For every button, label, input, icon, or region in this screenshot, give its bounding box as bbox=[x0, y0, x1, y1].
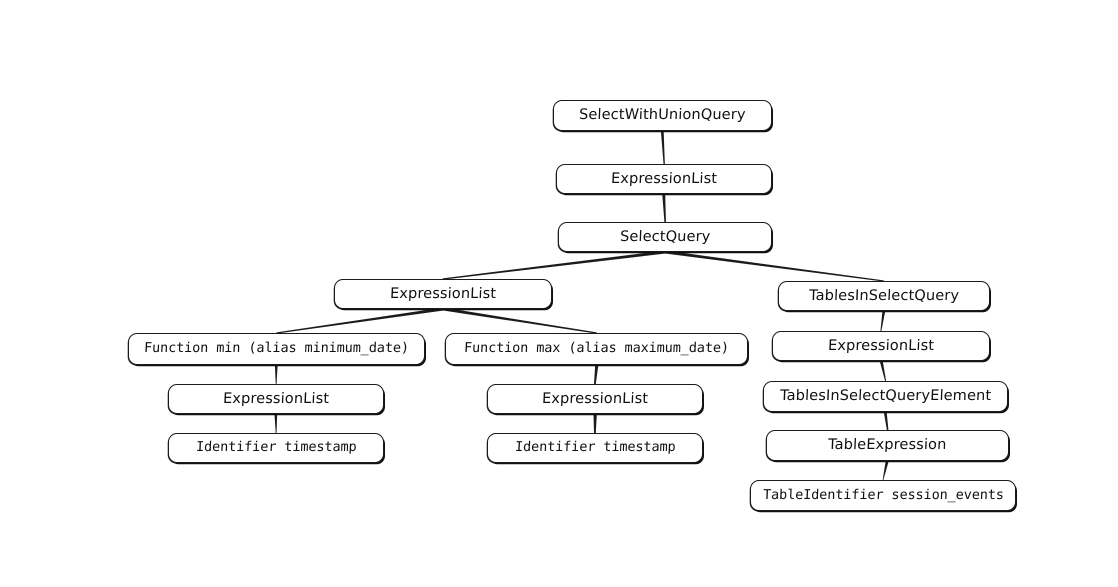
tree-node[interactable]: SelectQuery bbox=[558, 222, 772, 252]
tree-node[interactable]: ExpressionList bbox=[168, 384, 384, 414]
tree-node[interactable]: ExpressionList bbox=[334, 279, 552, 309]
tree-node-label: Identifier timestamp bbox=[514, 439, 676, 456]
tree-node[interactable]: Function min (alias minimum_date) bbox=[128, 333, 425, 365]
tree-node[interactable]: TablesInSelectQuery bbox=[778, 281, 990, 311]
tree-node-label: TableExpression bbox=[827, 437, 948, 454]
tree-node-label: SelectQuery bbox=[619, 228, 711, 245]
tree-node-label: Identifier timestamp bbox=[195, 439, 357, 456]
tree-node[interactable]: SelectWithUnionQuery bbox=[553, 100, 772, 131]
tree-node-label: TablesInSelectQuery bbox=[808, 287, 960, 304]
tree-node[interactable]: Function max (alias maximum_date) bbox=[445, 333, 748, 365]
tree-node-label: Function min (alias minimum_date) bbox=[143, 340, 410, 357]
tree-node-label: ExpressionList bbox=[389, 285, 497, 302]
tree-node[interactable]: ExpressionList bbox=[772, 331, 990, 361]
tree-node-label: ExpressionList bbox=[222, 390, 330, 407]
tree-node-label: ExpressionList bbox=[541, 390, 649, 407]
tree-node[interactable]: TableExpression bbox=[766, 430, 1009, 461]
tree-node[interactable]: ExpressionList bbox=[556, 164, 772, 194]
tree-node-label: SelectWithUnionQuery bbox=[578, 107, 747, 124]
tree-node[interactable]: Identifier timestamp bbox=[168, 433, 384, 463]
tree-node-label: ExpressionList bbox=[827, 337, 935, 354]
tree-node-label: TablesInSelectQueryElement bbox=[779, 388, 992, 405]
tree-node[interactable]: TablesInSelectQueryElement bbox=[763, 381, 1008, 412]
tree-node-label: TableIdentifier session_events bbox=[762, 486, 1004, 503]
tree-node[interactable]: TableIdentifier session_events bbox=[750, 480, 1016, 511]
tree-node[interactable]: Identifier timestamp bbox=[487, 433, 703, 463]
tree-node-label: ExpressionList bbox=[610, 170, 718, 187]
tree-node-label: Function max (alias maximum_date) bbox=[463, 340, 730, 357]
tree-node[interactable]: ExpressionList bbox=[487, 384, 703, 414]
